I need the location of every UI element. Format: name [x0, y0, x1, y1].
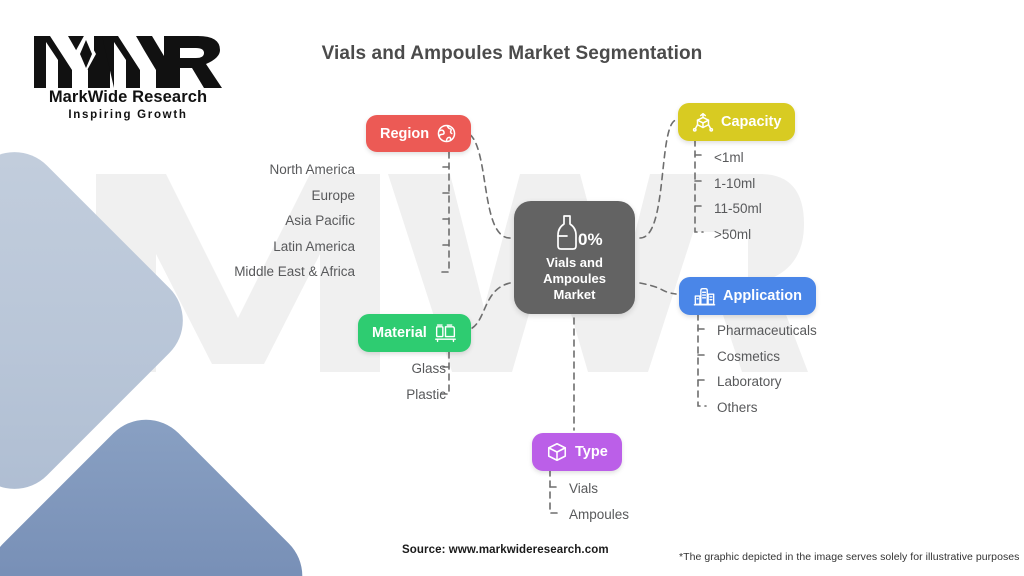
leaf-item[interactable]: Europe	[311, 187, 355, 203]
branch-badge-capacity[interactable]: Capacity	[678, 103, 796, 141]
leaf-item[interactable]: Plastic	[406, 386, 446, 402]
leaf-item[interactable]: <1ml	[714, 150, 744, 165]
spine-capacity	[694, 139, 704, 233]
branch-badge-material[interactable]: Material	[358, 314, 471, 352]
leaf-list-region: North America Europe Asia Pacific Latin …	[234, 157, 355, 285]
center-node[interactable]: 0% Vials and Ampoules Market	[514, 201, 635, 314]
leaf-list-type: Vials Ampoules	[569, 476, 629, 527]
center-label-line2: Ampoules	[543, 270, 606, 286]
leaf-item[interactable]: >50ml	[714, 226, 752, 242]
leaf-item[interactable]: Others	[717, 399, 758, 415]
leaf-item[interactable]: Cosmetics	[717, 348, 781, 364]
leaf-item[interactable]: Ampoules	[569, 506, 630, 522]
source-label[interactable]: Source: www.markwideresearch.com	[402, 544, 609, 556]
box-3d-icon	[692, 113, 714, 132]
leaf-item[interactable]: Latin America	[273, 238, 355, 254]
center-label-line1: Vials and	[546, 254, 603, 270]
decorative-square-dark	[0, 400, 322, 576]
cube-icon	[547, 442, 567, 462]
branch-badge-region[interactable]: Region	[366, 115, 472, 152]
branch-label-application: Application	[723, 288, 802, 304]
branch-label-region: Region	[380, 125, 430, 142]
spine-type	[549, 469, 559, 514]
leaf-list-capacity: <1ml 1-10ml 11-50ml >50ml	[714, 145, 762, 247]
branch-label-type: Type	[575, 444, 608, 460]
leaf-item[interactable]: 1-10ml	[714, 175, 756, 191]
ticks-application	[697, 328, 707, 381]
brand-logo: MarkWide Research Inspiring Growth	[28, 30, 228, 130]
vial-bottle-percent-icon: 0%	[556, 214, 603, 250]
connector-center-capacity	[639, 119, 677, 239]
connector-center-material	[463, 282, 511, 332]
center-label-line3: Market	[553, 286, 596, 302]
leaf-item[interactable]: 11-50ml	[714, 201, 762, 216]
disclaimer-note: *The graphic depicted in the image serve…	[679, 551, 1020, 563]
leaf-item[interactable]: Asia Pacific	[285, 213, 355, 228]
logo-tagline: Inspiring Growth	[68, 109, 188, 121]
ticks-capacity	[694, 154, 704, 207]
leaf-list-application: Pharmaceuticals Cosmetics Laboratory Oth…	[717, 318, 817, 420]
leaf-list-material: Glass Plastic	[406, 356, 446, 407]
branch-badge-type[interactable]: Type	[532, 433, 622, 471]
connector-center-application	[639, 282, 677, 295]
leaf-item[interactable]: Middle East & Africa	[234, 264, 355, 279]
leaf-item[interactable]: North America	[269, 162, 355, 177]
page-title: Vials and Ampoules Market Segmentation	[321, 43, 703, 64]
leaf-item[interactable]: Laboratory	[717, 374, 782, 389]
spine-application	[697, 313, 707, 407]
decorative-square-light	[0, 133, 202, 508]
leaf-item[interactable]: Glass	[411, 361, 446, 376]
branch-badge-application[interactable]: Application	[679, 277, 816, 315]
factory-icon	[693, 287, 716, 306]
center-node-label: Vials and Ampoules Market	[543, 255, 606, 303]
material-blocks-icon	[434, 324, 456, 343]
spine-region	[440, 151, 450, 273]
ticks-region	[440, 166, 450, 246]
mwr-monogram-icon	[34, 34, 222, 88]
globe-icon	[437, 124, 456, 143]
connector-center-region	[467, 132, 511, 239]
branch-label-material: Material	[372, 325, 427, 341]
logo-name: MarkWide Research	[48, 88, 208, 106]
leaf-item[interactable]: Vials	[569, 481, 599, 496]
svg-text:0%: 0%	[578, 230, 603, 249]
leaf-item[interactable]: Pharmaceuticals	[717, 323, 817, 338]
branch-label-capacity: Capacity	[721, 114, 782, 130]
